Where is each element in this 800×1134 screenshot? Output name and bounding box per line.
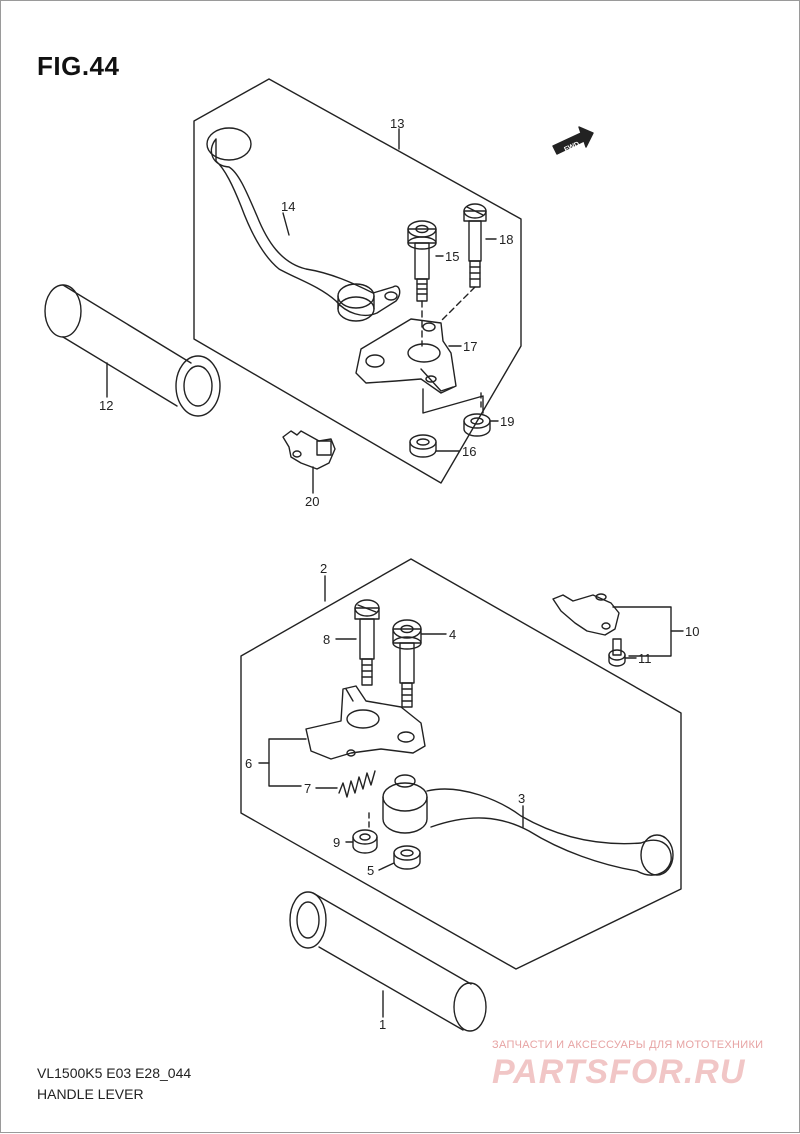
fwd-arrow-icon xyxy=(552,126,594,155)
part-14-pivot-boss xyxy=(337,283,375,309)
part-10-clutch-switch xyxy=(552,593,620,636)
callout-2: 2 xyxy=(320,561,327,576)
upper-assembly-outline xyxy=(193,78,522,484)
part-6-clutch-bracket xyxy=(305,685,426,760)
part-5-nut xyxy=(393,845,421,870)
model-code: VL1500K5 E03 E28_044 xyxy=(37,1065,192,1081)
figure-name: HANDLE LEVER xyxy=(37,1086,144,1102)
callout-14: 14 xyxy=(281,199,295,214)
part-19-nut xyxy=(463,413,491,437)
callout-19: 19 xyxy=(500,414,514,429)
part-12-left-grip xyxy=(44,284,221,417)
callout-8: 8 xyxy=(323,632,330,647)
part-1-right-grip xyxy=(289,891,487,1032)
part-18-screw xyxy=(463,203,487,288)
part-7-spring xyxy=(338,770,376,798)
figure-title: FIG.44 xyxy=(37,51,120,81)
leader-6-bracket xyxy=(268,738,307,787)
callout-1: 1 xyxy=(379,1017,386,1032)
callout-18: 18 xyxy=(499,232,513,247)
lower-assembly-outline xyxy=(240,558,682,970)
watermark-logo: PARTSFOR.RU xyxy=(492,1053,746,1091)
callout-15: 15 xyxy=(445,249,459,264)
leader-5 xyxy=(378,862,395,871)
callout-3: 3 xyxy=(518,791,525,806)
callout-10: 10 xyxy=(685,624,699,639)
callout-12: 12 xyxy=(99,398,113,413)
part-15-pivot-bolt xyxy=(407,220,437,302)
part-8-screw xyxy=(354,599,380,686)
part-4-pivot-bolt xyxy=(392,619,422,708)
part-9-nut xyxy=(352,829,378,854)
part-14-lever-ball xyxy=(206,127,252,161)
part-20-brake-switch xyxy=(282,430,336,470)
callout-13: 13 xyxy=(390,116,404,131)
part-3-clutch-lever xyxy=(382,774,674,876)
callout-17: 17 xyxy=(463,339,477,354)
leader-14 xyxy=(282,212,290,236)
callout-7: 7 xyxy=(304,781,311,796)
part-11-screw xyxy=(608,638,626,667)
callout-4: 4 xyxy=(449,627,456,642)
part-17-lever-bracket xyxy=(355,318,457,394)
callout-6: 6 xyxy=(245,756,252,771)
callout-20: 20 xyxy=(305,494,319,509)
part-16-nut xyxy=(409,434,437,458)
callout-5: 5 xyxy=(367,863,374,878)
watermark-tagline: ЗАПЧАСТИ И АКСЕССУАРЫ ДЛЯ МОТОТЕХНИКИ xyxy=(492,1039,764,1051)
part-14-brake-lever xyxy=(210,138,401,317)
callout-11: 11 xyxy=(638,651,652,666)
callout-9: 9 xyxy=(333,835,340,850)
callout-16: 16 xyxy=(462,444,476,459)
